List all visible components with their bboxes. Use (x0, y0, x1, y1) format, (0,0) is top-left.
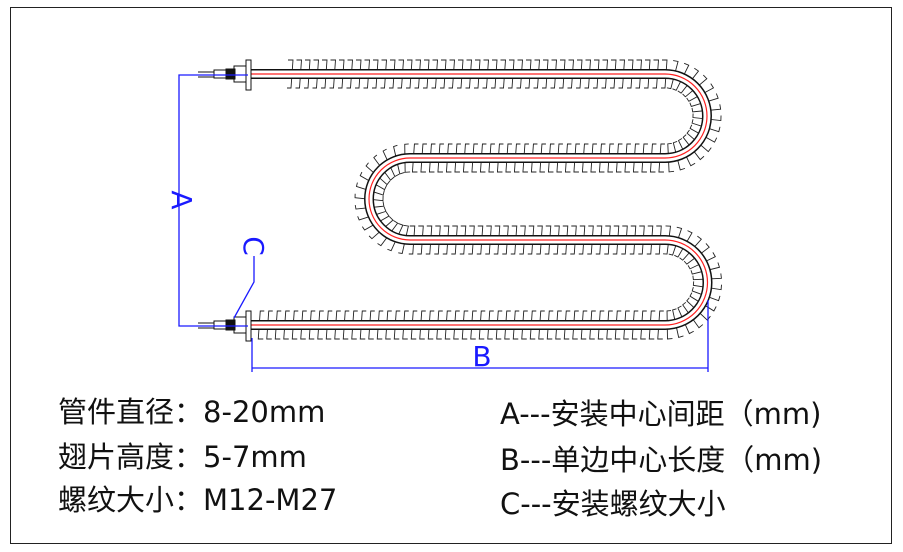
label-c: C (237, 236, 270, 256)
dimension-lines (178, 74, 709, 372)
spec-fin-height: 翅片高度：5-7mm (58, 440, 307, 474)
legend-c: C---安装螺纹大小 (500, 487, 726, 521)
fins (257, 59, 722, 340)
legend-a: A---安装中心间距（mm) (500, 397, 822, 431)
spec-tube-diameter: 管件直径：8-20mm (58, 395, 326, 429)
spec-thread-size: 螺纹大小：M12-M27 (58, 483, 338, 517)
legend-b: B---单边中心长度（mm) (500, 443, 823, 477)
diagram-frame (10, 7, 892, 544)
label-b: B (472, 340, 491, 373)
terminal-bottom (198, 310, 252, 342)
tube-outline (250, 69, 713, 330)
heating-wire (250, 73, 709, 326)
terminal-top (198, 59, 252, 91)
label-a: A (165, 190, 198, 209)
